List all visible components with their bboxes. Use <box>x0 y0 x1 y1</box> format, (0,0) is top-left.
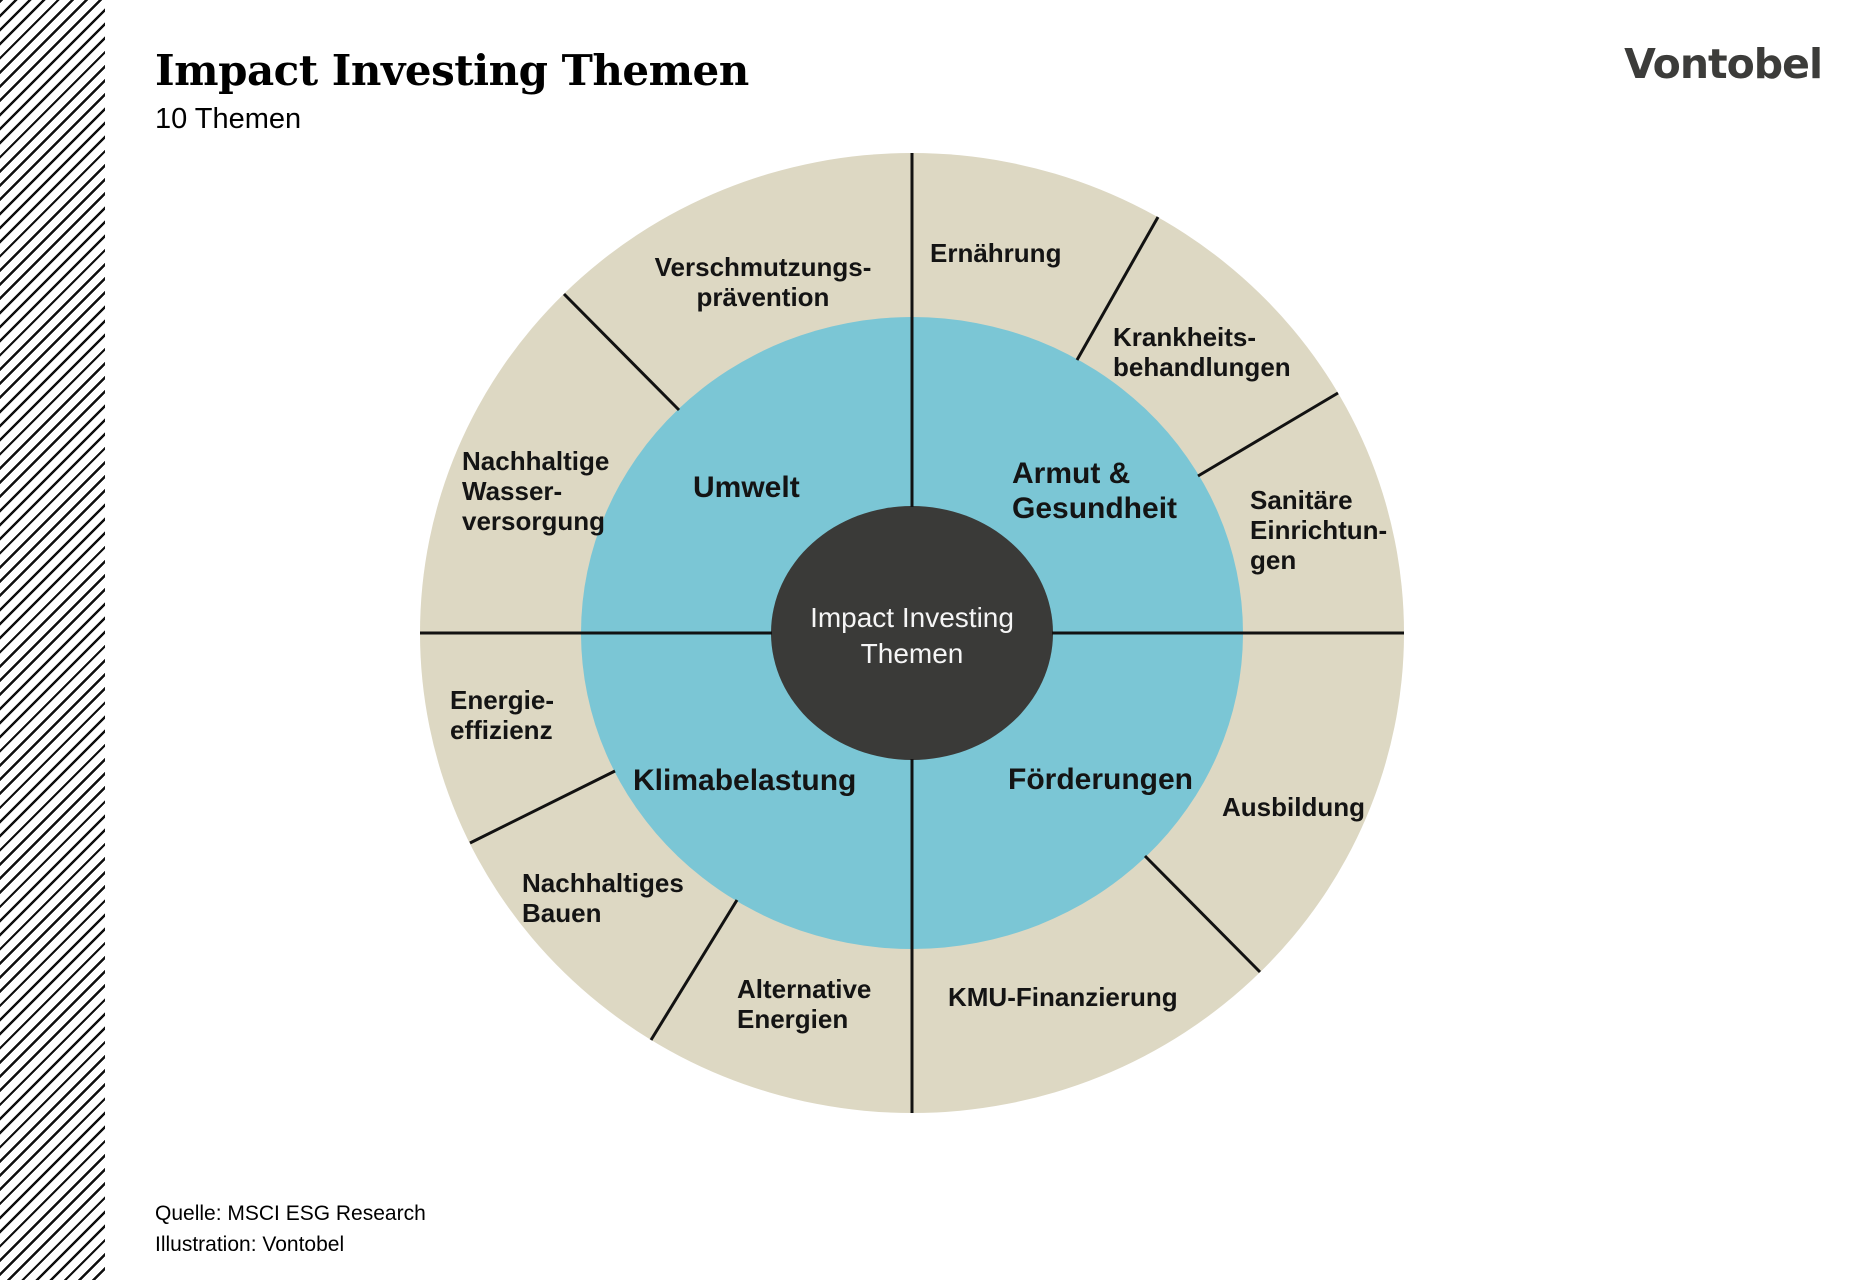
theme-label-ernaehrung: Ernährung <box>930 238 1062 268</box>
quadrant-label-foerderungen: Förderungen <box>1008 763 1193 796</box>
divider-bauen-energieeffizienz <box>469 769 616 845</box>
theme-label-krankheitsbehandlungen: Krankheits- behandlungen <box>1113 322 1291 382</box>
quadrant-label-umwelt: Umwelt <box>693 471 800 504</box>
page-title: Impact Investing Themen <box>155 46 749 95</box>
theme-label-verschmutzungspraevention: Verschmutzungs- prävention <box>654 252 872 312</box>
divider-ausbildung-kmu <box>1143 854 1262 974</box>
theme-label-kmu-finanzierung: KMU-Finanzierung <box>948 982 1178 1012</box>
quadrant-label-armut-gesundheit: Armut & Gesundheit <box>1012 457 1178 525</box>
vontobel-logo: Vontobel <box>1624 40 1823 88</box>
theme-label-alternative-energien: Alternative Energien <box>737 974 872 1034</box>
left-hatch-stripe <box>0 0 105 1280</box>
divider-alternative-bauen <box>649 899 739 1041</box>
source-line: Quelle: MSCI ESG Research <box>155 1202 426 1225</box>
theme-label-nachhaltiges-bauen: Nachhaltiges Bauen <box>522 868 684 928</box>
theme-label-sanitaere-einrichtungen: Sanitäre Einrichtun- gen <box>1250 485 1388 575</box>
center-circle <box>771 506 1053 760</box>
illustration-line: Illustration: Vontobel <box>155 1233 345 1256</box>
theme-label-nachhaltige-wasserversorgung: Nachhaltige Wasser- versorgung <box>462 446 610 536</box>
divider-krankheitsbehandlungen-sanitaere <box>1197 391 1339 478</box>
center-label: Impact Investing Themen <box>810 602 1014 669</box>
theme-label-ausbildung: Ausbildung <box>1222 792 1365 822</box>
quadrant-label-klimabelastung: Klimabelastung <box>633 764 857 797</box>
theme-label-energieeffizienz: Energie- effizienz <box>450 685 555 745</box>
divider-ernaehrung-krankheitsbehandlungen <box>1075 216 1160 361</box>
page-subtitle: 10 Themen <box>155 103 302 135</box>
divider-wasser-verschmutzung <box>562 292 681 412</box>
source-block: Quelle: MSCI ESG Research Illustration: … <box>155 1198 426 1260</box>
